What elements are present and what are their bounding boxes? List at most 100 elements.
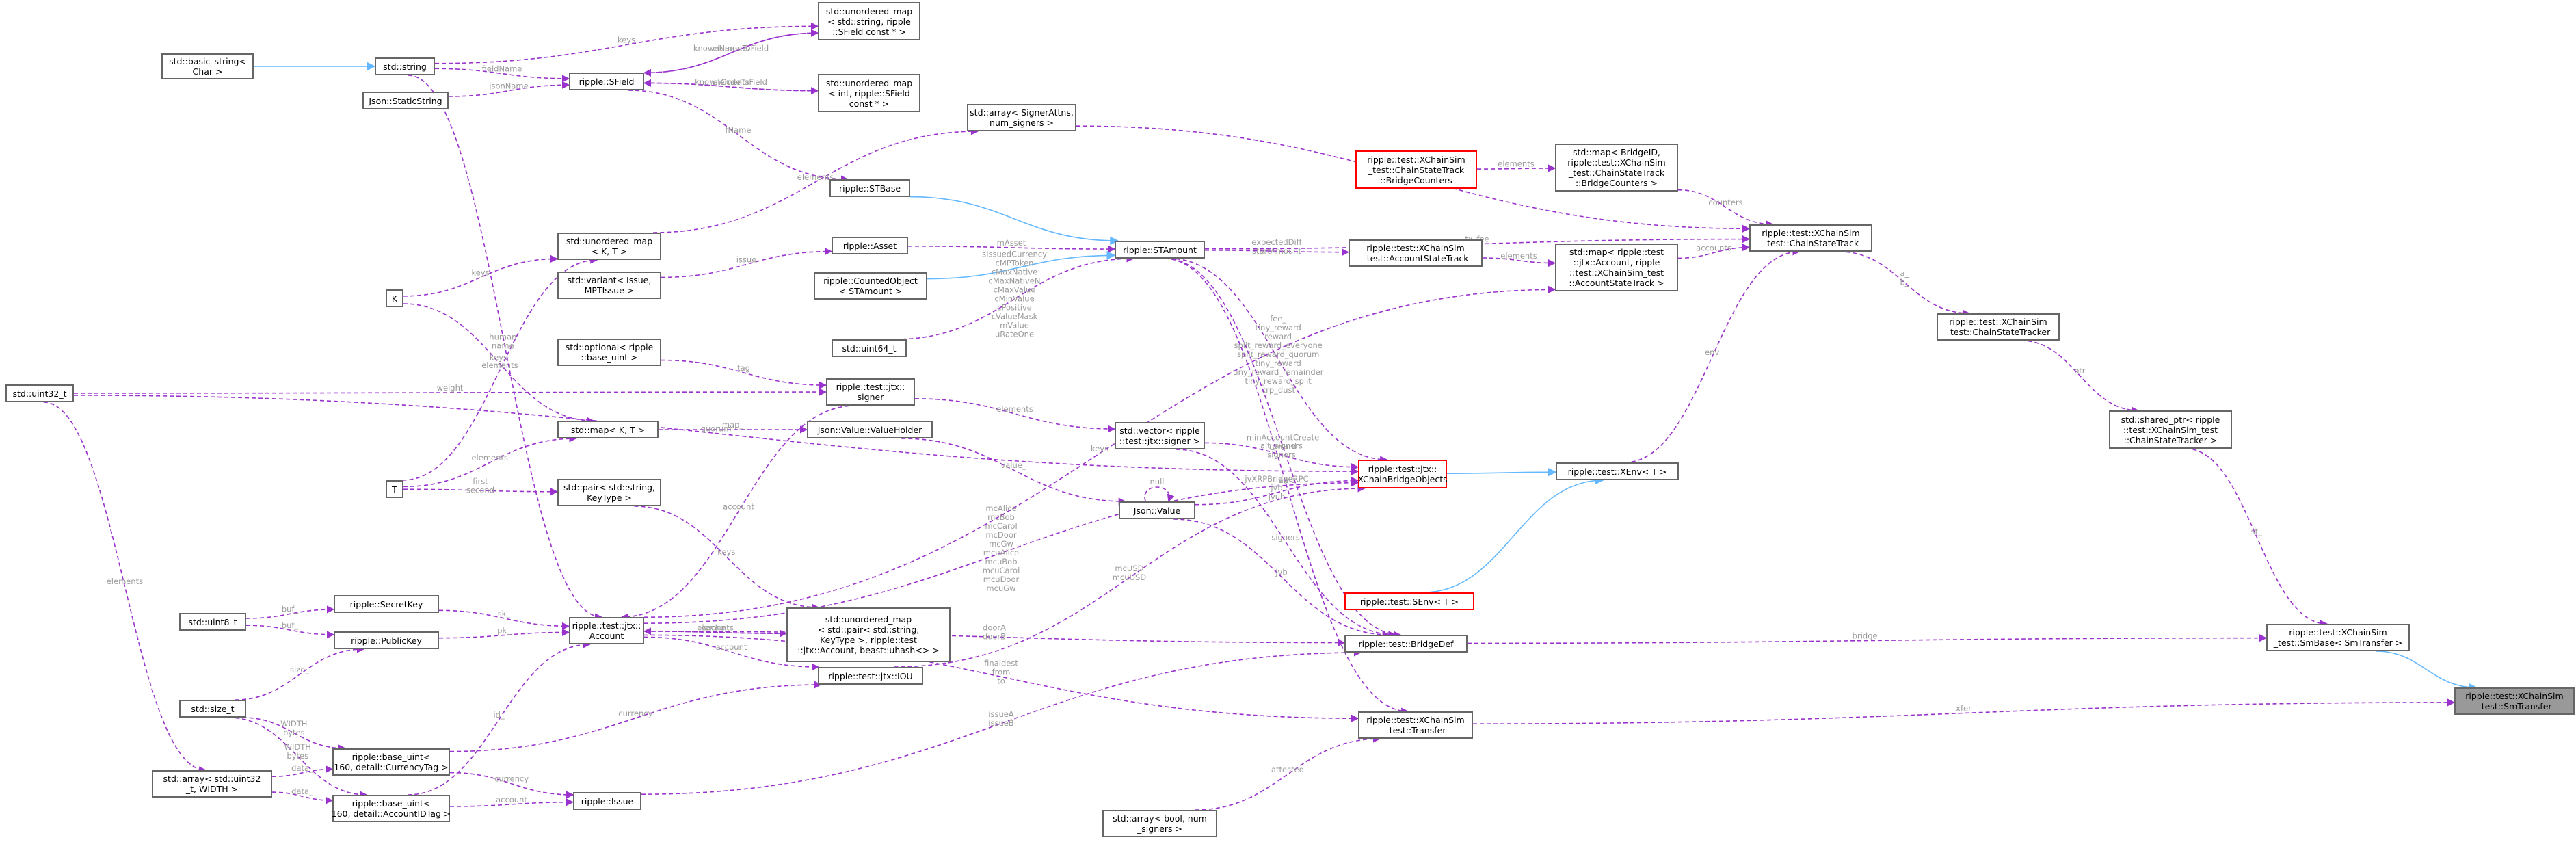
edge-path	[661, 359, 827, 389]
node-bu-currency[interactable]: ripple::base_uint<160, detail::CurrencyT…	[332, 748, 450, 776]
edge-path	[661, 247, 833, 278]
node-senv[interactable]: ripple::test::SEnv< T >	[1344, 592, 1474, 610]
node-umap-pair[interactable]: std::unordered_map< std::pair< std::stri…	[786, 607, 951, 662]
node-label-line: ripple::base_uint<	[351, 752, 431, 762]
edge-label: startAmount	[1252, 246, 1301, 256]
usage-edge-secretkey-to-account: sk_	[438, 609, 570, 630]
node-array-bool[interactable]: std::array< bool, num_signers >	[1102, 810, 1217, 837]
usage-edge-array-u32-to-bu-account: data_	[271, 787, 334, 804]
node-label-line: ::SField const * >	[832, 26, 906, 37]
edge-label: ptr	[2074, 366, 2086, 376]
node-stbase[interactable]: ripple::STBase	[829, 179, 910, 197]
edge-path	[73, 395, 1359, 475]
node-uint64[interactable]: std::uint64_t	[832, 339, 907, 357]
node-pair[interactable]: std::pair< std::string,KeyType >	[557, 479, 661, 506]
node-basic-string[interactable]: std::basic_string<Char >	[161, 53, 254, 79]
node-secretkey[interactable]: ripple::SecretKey	[334, 595, 439, 613]
edge-label: mcuBob	[985, 557, 1017, 566]
usage-edge-uint32-to-signer: weight	[73, 383, 827, 396]
edge-label: doorB	[983, 632, 1006, 642]
node-label-line: ripple::SecretKey	[349, 599, 423, 609]
node-account-state[interactable]: ripple::test::XChainSim_test::AccountSta…	[1349, 239, 1483, 267]
node-optional[interactable]: std::optional< ripple::base_uint >	[557, 339, 661, 366]
edge-label: mcUSD	[1115, 564, 1143, 573]
node-stamount[interactable]: ripple::STAmount	[1115, 241, 1205, 259]
inherit-edge-stbase-to-stamount	[909, 196, 1119, 246]
edge-path	[1476, 164, 1556, 172]
edge-label: counters	[1708, 198, 1742, 207]
node-uint8[interactable]: std::uint8_t	[179, 613, 246, 631]
node-vector-signer[interactable]: std::vector< ripple::test::jtx::signer >	[1115, 422, 1205, 449]
node-map-account[interactable]: std::map< ripple::test::jtx::Account, ri…	[1555, 244, 1678, 291]
node-label-line: ripple::test::XEnv< T >	[1567, 466, 1667, 477]
edge-path	[634, 506, 820, 612]
edge-label: mcuUSD	[1113, 573, 1147, 582]
node-chain-tracker[interactable]: ripple::test::XChainSim_test::ChainState…	[1937, 313, 2060, 341]
node-uint32[interactable]: std::uint32_t	[5, 384, 74, 402]
node-label-line: ripple::test::XChainSim	[1762, 228, 1860, 238]
edge-path	[894, 484, 1366, 668]
node-label-line: _t, WIDTH >	[185, 784, 239, 794]
node-bridgedef[interactable]: ripple::test::BridgeDef	[1344, 635, 1468, 653]
node-label-line: _signers >	[1137, 824, 1182, 834]
edge-label: mValue	[1000, 321, 1029, 330]
node-T[interactable]: T	[386, 480, 403, 498]
edge-label: id_	[493, 710, 504, 720]
edge-path	[235, 645, 365, 700]
node-map-bridge[interactable]: std::map< BridgeID,ripple::test::XChainS…	[1555, 144, 1678, 192]
node-jsonvalue[interactable]: Json::Value	[1119, 501, 1195, 519]
node-bu-account[interactable]: ripple::base_uint<160, detail::AccountID…	[332, 795, 451, 822]
node-string[interactable]: std::string	[375, 57, 435, 75]
node-label-line: < std::string, ripple	[827, 16, 911, 27]
usage-edge-bridgedef-to-smbase: bridge_	[1467, 631, 2268, 644]
node-K[interactable]: K	[386, 289, 403, 307]
edge-label: tiny_reward_remainder	[1233, 367, 1324, 377]
node-valueholder[interactable]: Json::Value::ValueHolder	[807, 421, 933, 438]
edge-label: mAsset	[997, 238, 1026, 248]
node-map-kt[interactable]: std::map< K, T >	[557, 421, 659, 438]
node-counted[interactable]: ripple::CountedObject< STAmount >	[814, 272, 927, 300]
node-umap-str[interactable]: std::unordered_map< std::string, ripple:…	[818, 2, 920, 40]
node-sfield[interactable]: ripple::SField	[569, 73, 644, 90]
node-size-t[interactable]: std::size_t	[179, 700, 246, 718]
node-smbase[interactable]: ripple::test::XChainSim_test::SmBase< Sm…	[2266, 624, 2410, 651]
node-label-line: Json::StaticString	[369, 95, 442, 106]
node-shared-ptr[interactable]: std::shared_ptr< ripple::test::XChainSim…	[2109, 410, 2232, 449]
edge-path	[73, 388, 827, 396]
node-label-line: std::array< std::uint32	[163, 774, 261, 784]
edge-path	[271, 765, 334, 778]
node-issue[interactable]: ripple::Issue	[573, 792, 641, 810]
node-label-line: Char >	[192, 66, 223, 77]
edge-label: cMPToken	[996, 259, 1034, 268]
edge-path	[643, 479, 1359, 624]
edge-path	[653, 127, 979, 233]
node-variant[interactable]: std::variant< Issue,MPTIssue >	[557, 272, 661, 299]
node-signer[interactable]: ripple::test::jtx::signer	[826, 378, 915, 406]
node-label-line: ripple::test::XChainSim	[2465, 691, 2564, 701]
node-array-signer[interactable]: std::array< SignerAttns,num_signers >	[967, 104, 1076, 131]
node-bridgecounters[interactable]: ripple::test::XChainSim_test::ChainState…	[1355, 150, 1477, 189]
node-array-u32[interactable]: std::array< std::uint32_t, WIDTH >	[152, 770, 272, 798]
edge-label: value_	[1000, 460, 1026, 470]
edge-label: jvb	[1270, 483, 1282, 493]
node-staticstring[interactable]: Json::StaticString	[362, 92, 449, 109]
edge-label: null	[1150, 477, 1165, 486]
node-account[interactable]: ripple::test::jtx::Account	[569, 617, 644, 644]
edge-path	[1165, 258, 1401, 639]
node-chain-state[interactable]: ripple::test::XChainSim_test::ChainState…	[1749, 224, 1872, 252]
edge-label: issueB	[988, 718, 1014, 728]
node-transfer[interactable]: ripple::test::XChainSim_test::Transfer	[1358, 711, 1473, 739]
node-umap-kt[interactable]: std::unordered_map< K, T >	[557, 233, 661, 260]
edge-label: accounts	[1696, 244, 1731, 253]
edge-label: split_reward_everyone	[1234, 341, 1322, 350]
edge-path	[408, 640, 591, 796]
node-xenv[interactable]: ripple::test::XEnv< T >	[1556, 462, 1679, 480]
node-smtransfer[interactable]: ripple::test::XChainSim_test::SmTransfer	[2454, 687, 2575, 715]
node-asset[interactable]: ripple::Asset	[832, 237, 908, 254]
node-xchain-objects[interactable]: ripple::test::jtx::XChainBridgeObjects	[1357, 460, 1448, 488]
node-publickey[interactable]: ripple::PublicKey	[334, 631, 439, 649]
node-iou[interactable]: ripple::test::jtx::IOU	[818, 667, 923, 685]
